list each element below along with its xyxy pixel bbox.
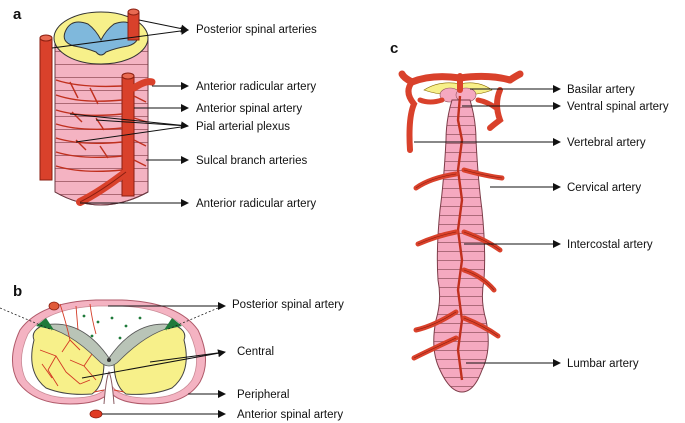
label-anterior-spinal-artery-a: Anterior spinal artery <box>196 103 302 115</box>
anterior-spinal-artery-column <box>121 72 135 197</box>
basilar-vertebral-vessels <box>405 72 514 153</box>
cord-cross-section <box>0 299 219 419</box>
label-posterior-spinal-artery-b: Posterior spinal artery <box>232 299 344 311</box>
label-anterior-spinal-artery-b: Anterior spinal artery <box>237 409 343 421</box>
label-vertebral-artery: Vertebral artery <box>567 137 646 149</box>
panel-c-annotations: Basilar artery Ventral spinal artery Ver… <box>414 84 669 370</box>
posterior-spinal-artery-dot <box>48 301 60 311</box>
label-posterior-spinal-arteries: Posterior spinal arteries <box>196 24 317 36</box>
ventral-spinal-artery-vessel <box>456 95 464 381</box>
anterior-spinal-artery-dot <box>89 409 103 419</box>
panel-a: a <box>13 6 317 210</box>
panel-c-letter: c <box>390 40 398 57</box>
panel-a-letter: a <box>13 6 22 23</box>
posterior-spinal-artery-left <box>39 34 53 181</box>
label-ventral-spinal-artery: Ventral spinal artery <box>567 101 669 113</box>
label-basilar-artery: Basilar artery <box>567 84 635 96</box>
label-lumbar-artery: Lumbar artery <box>567 358 639 370</box>
panel-b-letter: b <box>13 283 22 300</box>
label-peripheral: Peripheral <box>237 389 289 401</box>
anterior-radicular-artery-top-vessel <box>130 78 156 92</box>
panel-a-annotations: Posterior spinal arteries Anterior radic… <box>51 19 317 210</box>
posterior-spinal-artery-right <box>127 8 140 41</box>
label-cervical-artery: Cervical artery <box>567 182 641 194</box>
label-intercostal-artery: Intercostal artery <box>567 239 653 251</box>
label-anterior-radicular-artery-top: Anterior radicular artery <box>196 81 316 93</box>
panel-c: c <box>390 40 669 393</box>
label-anterior-radicular-artery-bottom: Anterior radicular artery <box>196 198 316 210</box>
pial-arterial-plexus-vessels <box>55 79 148 173</box>
label-sulcal-branch-arteries: Sulcal branch arteries <box>196 155 307 167</box>
panel-b-annotations: Posterior spinal artery Central Peripher… <box>81 299 344 421</box>
label-pial-arterial-plexus: Pial arterial plexus <box>196 121 290 133</box>
panel-b: b <box>0 283 344 421</box>
label-central: Central <box>237 346 274 358</box>
